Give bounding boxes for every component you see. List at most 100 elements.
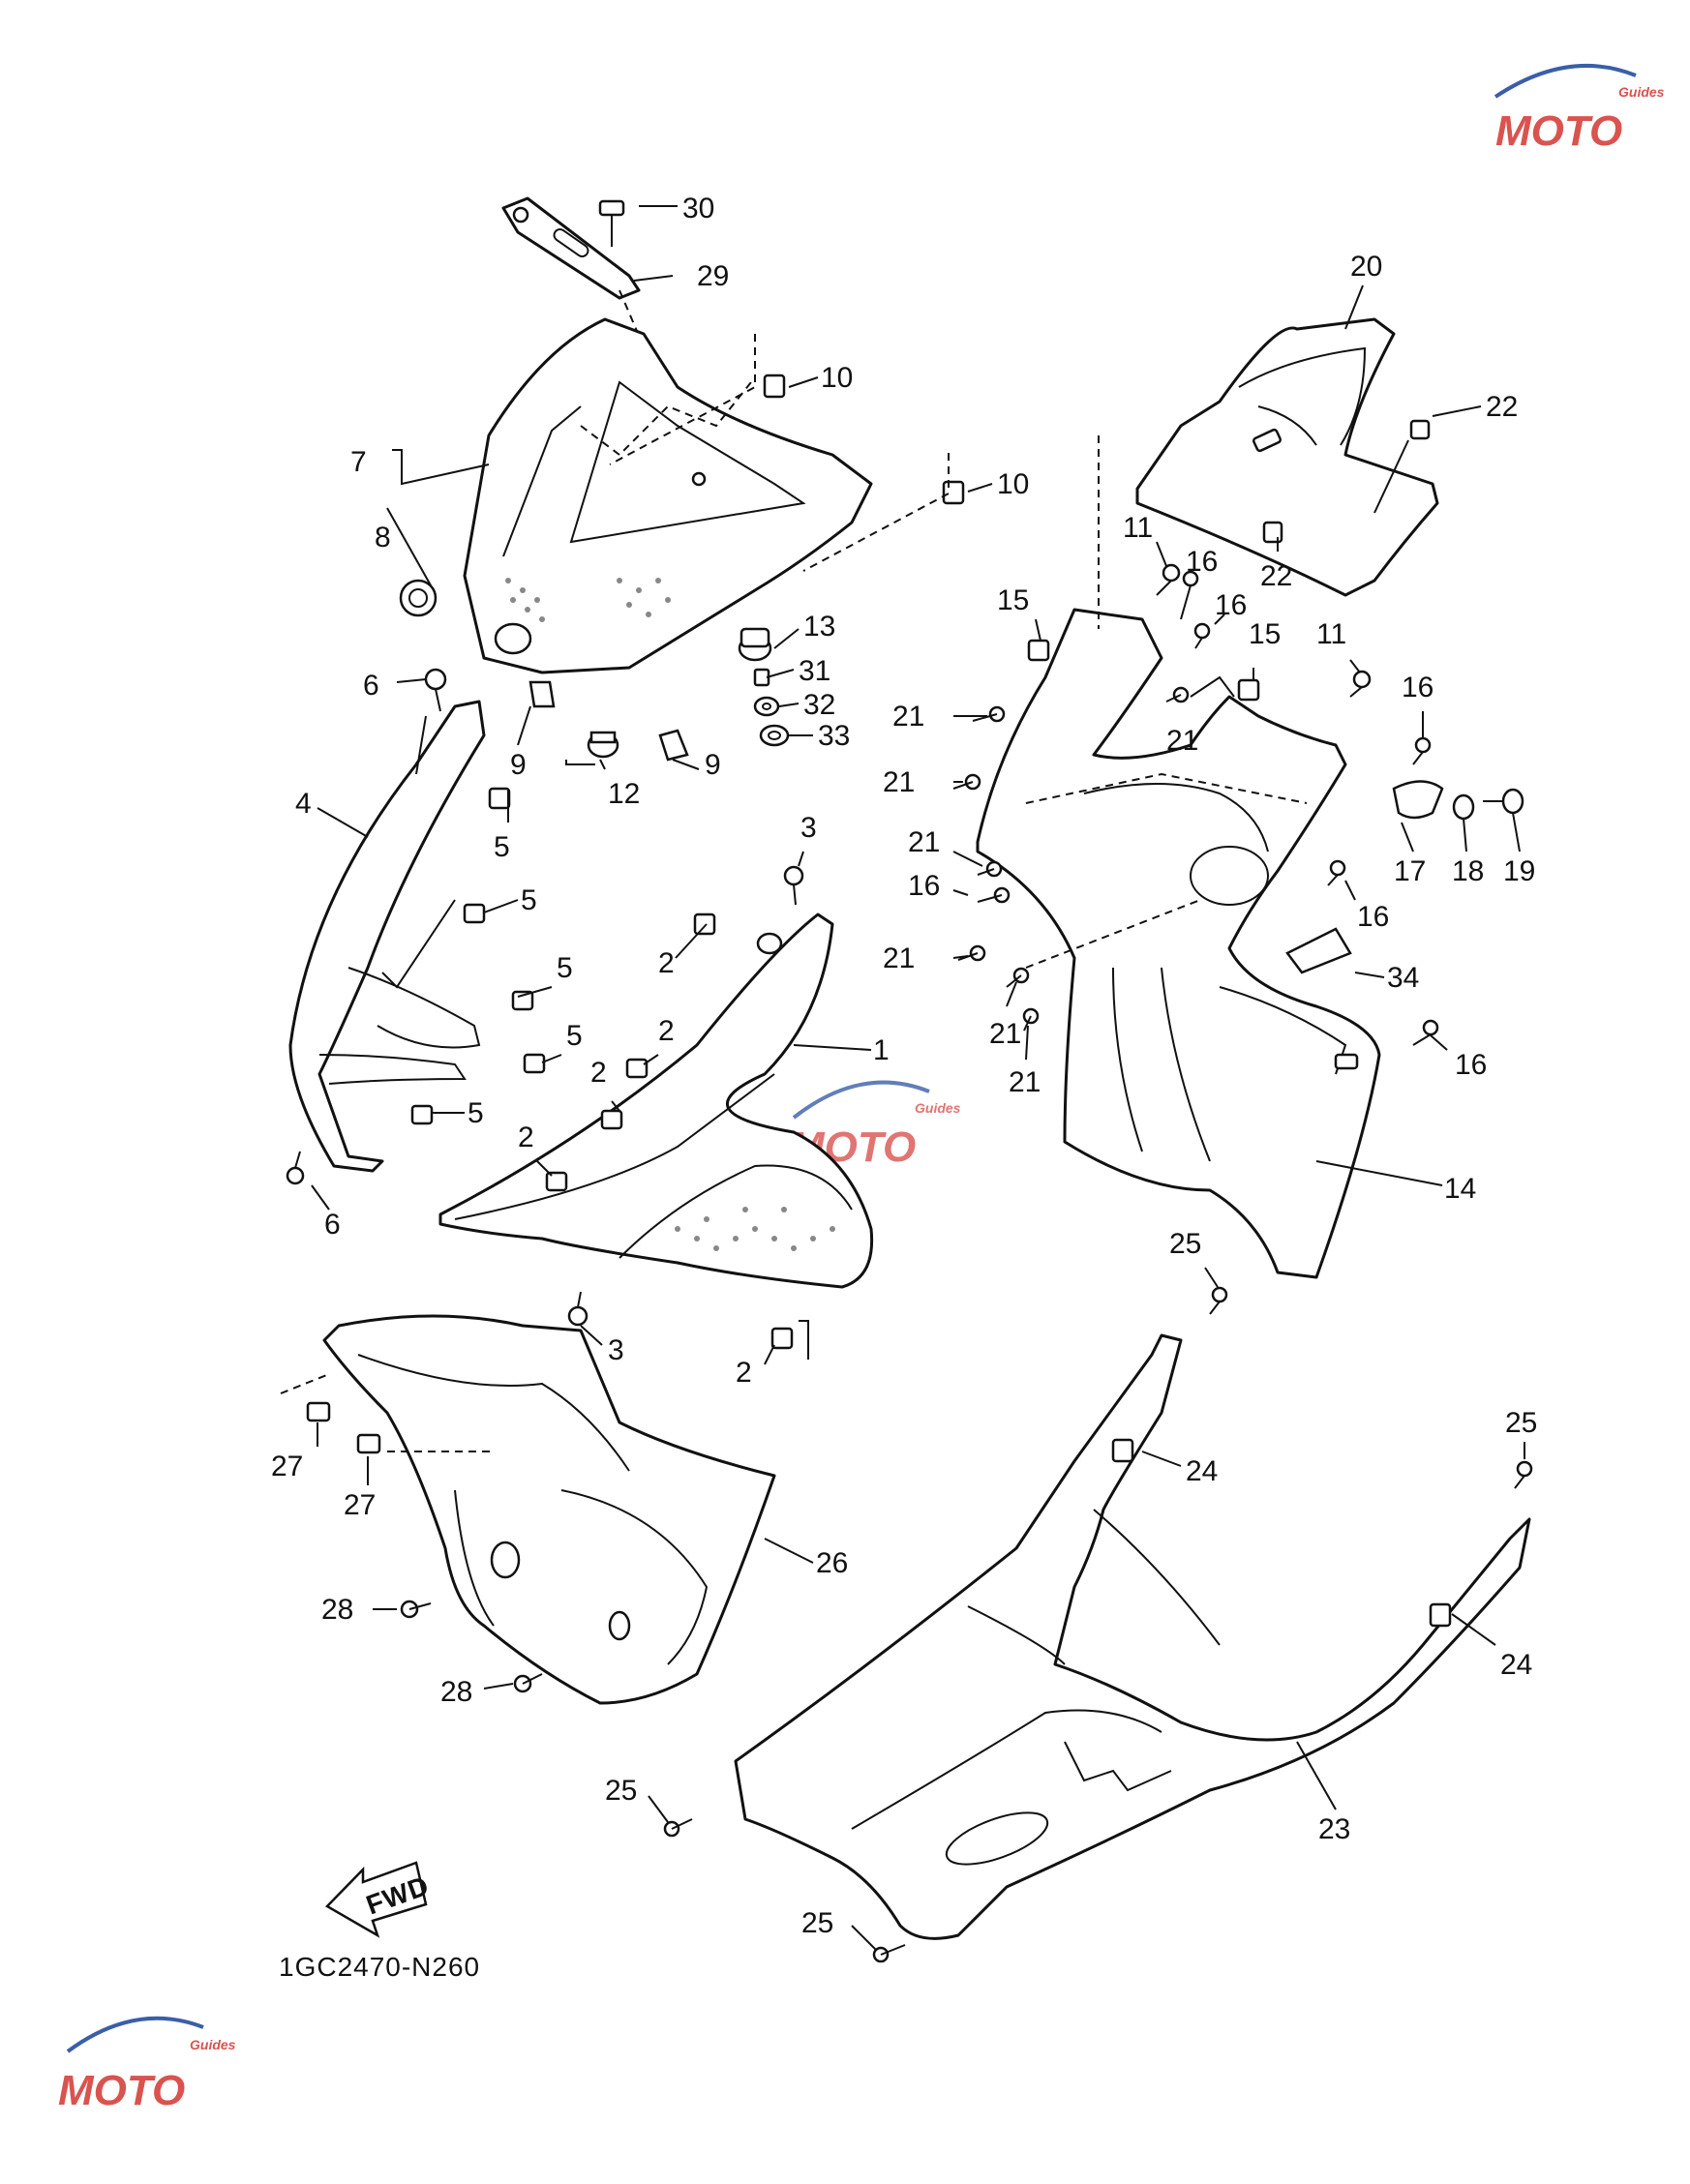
callout-16d: 16 bbox=[908, 870, 940, 902]
nut-5a bbox=[488, 787, 511, 810]
washer-33 bbox=[759, 724, 790, 747]
screw-16a bbox=[1180, 570, 1199, 620]
callout-29: 29 bbox=[697, 260, 729, 292]
clip-9a bbox=[528, 680, 556, 708]
callout-34: 34 bbox=[1387, 962, 1419, 994]
nut-5b bbox=[463, 903, 486, 924]
watermark-logo-bottom: MOTO Guides bbox=[58, 2016, 236, 2114]
watermark-subtext: Guides bbox=[1618, 84, 1665, 100]
front-panel-7 bbox=[463, 317, 873, 674]
callout-labels: 30 29 10 10 7 8 6 9 9 12 13 31 32 33 4 5… bbox=[271, 193, 1537, 1939]
callout-26: 26 bbox=[816, 1547, 848, 1579]
screw-28b bbox=[513, 1673, 543, 1693]
callout-5e: 5 bbox=[468, 1097, 484, 1129]
screw-21g bbox=[1022, 1007, 1040, 1032]
nut-5e bbox=[410, 1104, 434, 1125]
nut-10a bbox=[763, 374, 786, 399]
footboard-23 bbox=[734, 1333, 1531, 1940]
leg-shield-1 bbox=[438, 912, 874, 1289]
screw-3a bbox=[783, 865, 804, 906]
callout-25c: 25 bbox=[605, 1775, 637, 1807]
callout-2c: 2 bbox=[590, 1057, 607, 1089]
callout-24a: 24 bbox=[1186, 1455, 1218, 1487]
bolt-19 bbox=[1483, 788, 1524, 815]
nut-22a bbox=[1409, 419, 1431, 440]
screw-21e bbox=[957, 944, 986, 962]
screw-21b bbox=[952, 773, 981, 791]
screw-25c bbox=[663, 1818, 693, 1838]
nut-10b bbox=[942, 480, 965, 505]
screw-11b bbox=[1349, 670, 1372, 698]
callout-30: 30 bbox=[682, 193, 714, 224]
callout-28a: 28 bbox=[321, 1594, 353, 1626]
grommet-12 bbox=[587, 731, 619, 759]
screw-16e bbox=[1327, 859, 1346, 886]
nut-2e bbox=[770, 1327, 794, 1350]
damper-13 bbox=[738, 627, 772, 662]
watermark-subtext: Guides bbox=[915, 1100, 961, 1116]
callout-10b: 10 bbox=[997, 468, 1029, 500]
clip-9b bbox=[658, 729, 689, 762]
screw-16d bbox=[977, 886, 1011, 904]
nut-2d bbox=[545, 1171, 568, 1192]
callout-28b: 28 bbox=[440, 1676, 472, 1708]
callout-6a: 6 bbox=[363, 670, 379, 702]
callout-5a: 5 bbox=[494, 831, 510, 863]
collar-31 bbox=[753, 668, 770, 687]
callout-8: 8 bbox=[375, 522, 391, 553]
callout-2e: 2 bbox=[736, 1357, 752, 1389]
callout-24b: 24 bbox=[1500, 1649, 1532, 1681]
callout-14: 14 bbox=[1444, 1173, 1476, 1205]
screw-25a bbox=[1209, 1286, 1228, 1315]
callout-3a: 3 bbox=[800, 812, 817, 844]
screw-28a bbox=[400, 1600, 432, 1619]
callout-27a: 27 bbox=[271, 1451, 303, 1482]
callout-23: 23 bbox=[1318, 1813, 1350, 1845]
screw-21f bbox=[1006, 967, 1030, 988]
clip-27a bbox=[306, 1401, 331, 1422]
clip-15b bbox=[1237, 678, 1260, 702]
screw-16b bbox=[1193, 622, 1211, 649]
callout-9b: 9 bbox=[705, 749, 721, 781]
clip-15a bbox=[1027, 639, 1050, 662]
screw-16f bbox=[1412, 1019, 1439, 1046]
callout-16e: 16 bbox=[1357, 901, 1389, 933]
callout-31: 31 bbox=[799, 655, 830, 687]
callout-11b: 11 bbox=[1316, 618, 1346, 650]
callout-16b: 16 bbox=[1215, 589, 1247, 621]
callout-2b: 2 bbox=[658, 1015, 675, 1047]
nut-24a bbox=[1111, 1438, 1134, 1463]
nut-2c bbox=[600, 1109, 623, 1130]
callout-6b: 6 bbox=[324, 1209, 341, 1241]
callout-25a: 25 bbox=[1169, 1228, 1201, 1260]
callout-11a: 11 bbox=[1123, 512, 1153, 544]
callout-5b: 5 bbox=[521, 884, 537, 916]
callout-27b: 27 bbox=[344, 1489, 376, 1521]
bracket-17 bbox=[1392, 780, 1444, 820]
callout-10a: 10 bbox=[821, 362, 853, 394]
callout-16f: 16 bbox=[1455, 1049, 1487, 1081]
nut-24b bbox=[1429, 1602, 1452, 1628]
callout-21b: 21 bbox=[883, 766, 915, 798]
bracket-29 bbox=[501, 196, 641, 300]
callout-25d: 25 bbox=[801, 1907, 833, 1939]
emblem-8 bbox=[399, 579, 438, 617]
callout-15a: 15 bbox=[997, 584, 1029, 616]
watermark-text: MOTO bbox=[1495, 107, 1622, 155]
callout-20: 20 bbox=[1350, 251, 1382, 283]
callout-2d: 2 bbox=[518, 1122, 534, 1153]
callout-21a: 21 bbox=[892, 701, 924, 733]
screw-25d bbox=[872, 1944, 906, 1963]
clip-27b bbox=[356, 1433, 381, 1454]
screw-11a bbox=[1156, 563, 1181, 596]
callout-17: 17 bbox=[1394, 855, 1426, 887]
side-rail-4 bbox=[288, 700, 486, 1173]
callout-15b: 15 bbox=[1249, 618, 1281, 650]
screw-21a bbox=[972, 705, 1006, 723]
watermark-subtext: Guides bbox=[190, 2037, 236, 2052]
watermark-logo-top: MOTO Guides bbox=[1494, 64, 1665, 155]
callout-32: 32 bbox=[803, 689, 835, 721]
screw-6a bbox=[424, 668, 447, 712]
leader-lines bbox=[311, 205, 1525, 1951]
